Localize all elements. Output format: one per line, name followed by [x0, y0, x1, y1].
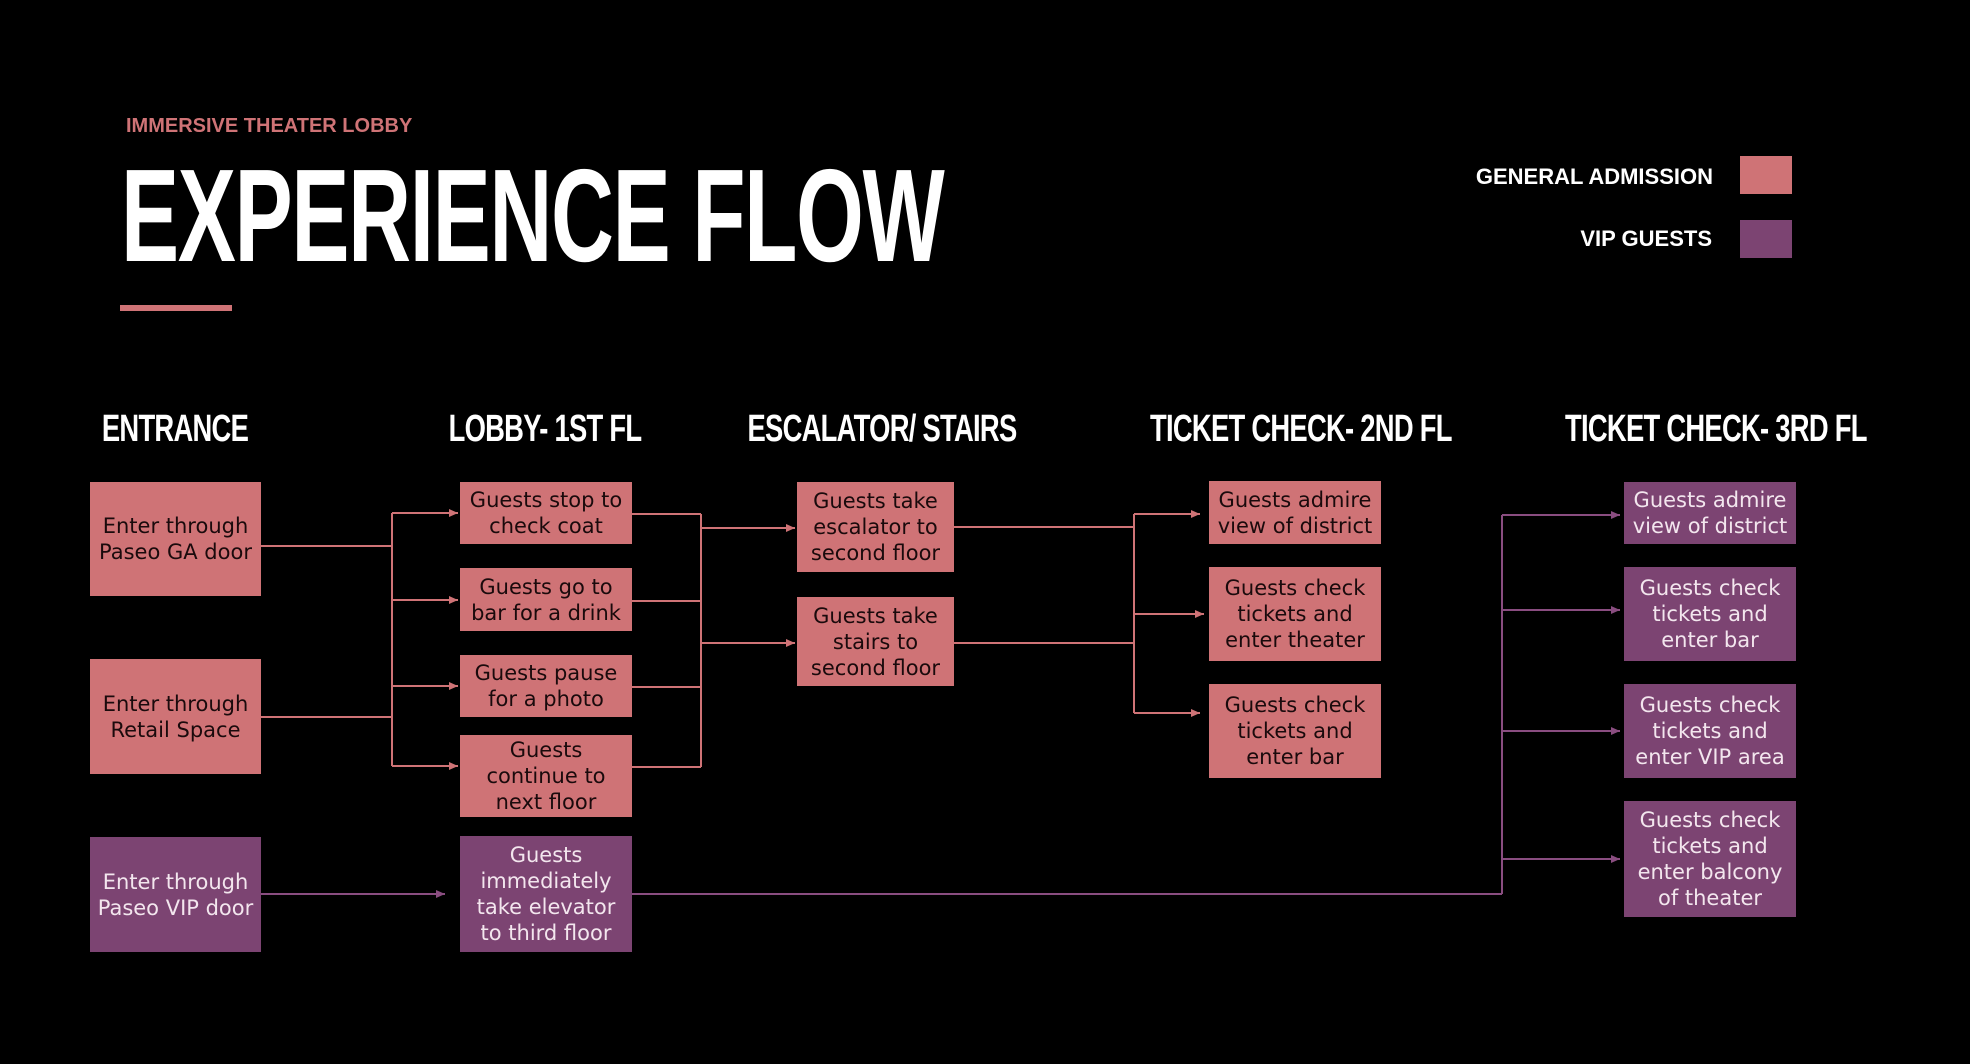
node-lobby-photo: Guests pause for a photo — [460, 655, 632, 717]
column-header-escalator: ESCALATOR/ STAIRS — [747, 408, 1018, 450]
legend-ga-label: GENERAL ADMISSION — [1475, 164, 1713, 189]
column-header-ticket-3rd: TICKET CHECK- 3RD FL — [1565, 408, 1867, 450]
legend-ga-swatch — [1740, 156, 1792, 194]
node-3rd-vip-area: Guests check tickets and enter VIP area — [1624, 684, 1796, 778]
node-3rd-bar: Guests check tickets and enter bar — [1624, 567, 1796, 661]
node-lobby-continue: Guests continue to next floor — [460, 735, 632, 817]
node-lobby-bar: Guests go to bar for a drink — [460, 568, 632, 631]
node-stairs: Guests take stairs to second floor — [797, 597, 954, 686]
column-header-entrance: ENTRANCE — [101, 408, 249, 450]
node-escalator: Guests take escalator to second floor — [797, 482, 954, 572]
legend-vip-swatch — [1740, 220, 1792, 258]
eyebrow-label: IMMERSIVE THEATER LOBBY — [126, 115, 413, 137]
node-lobby-coat: Guests stop to check coat — [460, 482, 632, 544]
node-2nd-bar: Guests check tickets and enter bar — [1209, 684, 1381, 778]
node-3rd-balcony: Guests check tickets and enter balcony o… — [1624, 801, 1796, 917]
legend-vip-label: VIP GUESTS — [1580, 226, 1712, 251]
node-entrance-retail: Enter through Retail Space — [90, 659, 261, 774]
node-entrance-vip-door: Enter through Paseo VIP door — [90, 837, 261, 952]
column-header-lobby: LOBBY- 1ST FL — [448, 408, 643, 450]
node-entrance-ga-door: Enter through Paseo GA door — [90, 482, 261, 596]
column-header-ticket-2nd: TICKET CHECK- 2ND FL — [1150, 408, 1452, 450]
node-lobby-elevator: Guests immediately take elevator to thir… — [460, 836, 632, 952]
title-underline — [120, 305, 232, 311]
page-title: EXPERIENCE FLOW — [121, 142, 945, 289]
node-2nd-view: Guests admire view of district — [1209, 481, 1381, 544]
node-2nd-theater: Guests check tickets and enter theater — [1209, 567, 1381, 661]
node-3rd-view: Guests admire view of district — [1624, 482, 1796, 544]
